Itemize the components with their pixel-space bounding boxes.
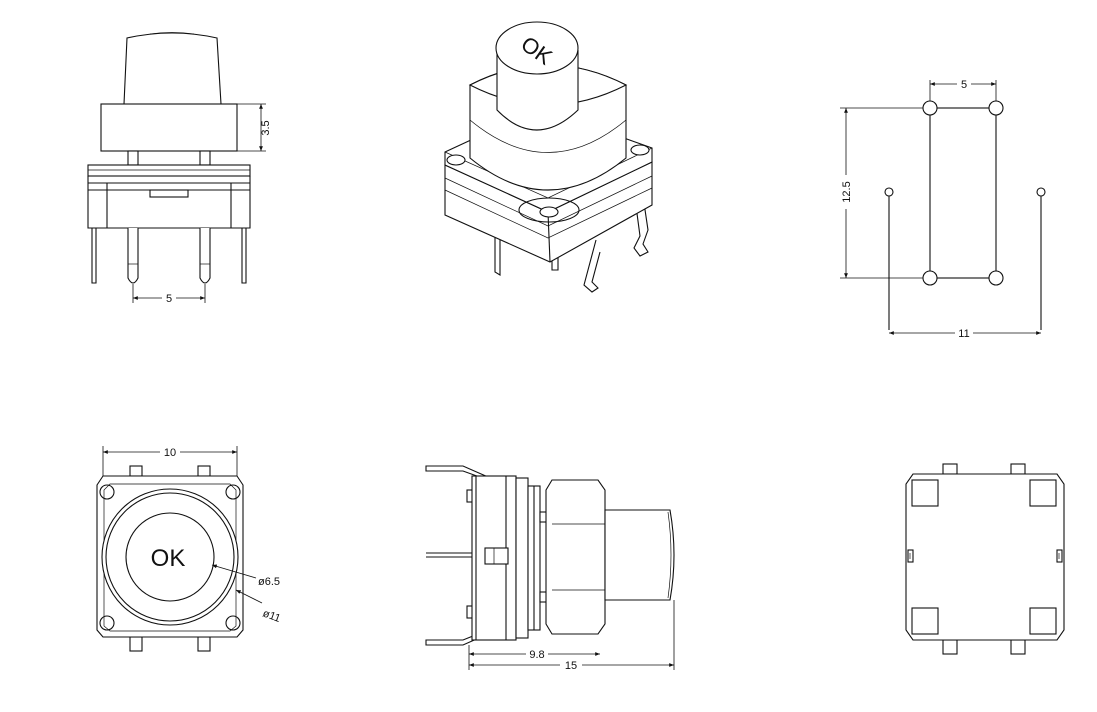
dim-body-depth: 9.8 xyxy=(529,649,544,661)
top-button-label: OK xyxy=(151,545,186,572)
dim-outer-diameter: ø11 xyxy=(261,608,282,625)
bottom-view xyxy=(905,463,1065,655)
dim-total-depth: 15 xyxy=(565,660,577,672)
dim-body-width: 10 xyxy=(164,447,176,459)
dim-pcb-pitch-wide: 11 xyxy=(958,328,969,340)
front-view: 3.5 5 xyxy=(87,32,272,305)
dim-inner-diameter: ø6.5 xyxy=(258,576,280,588)
side-view: 9.8 15 xyxy=(425,465,675,672)
dim-cap-height: 3.5 xyxy=(260,120,272,135)
pcb-layout-view: 5 12.5 11 xyxy=(838,77,1046,340)
dim-pin-pitch-front: 5 xyxy=(166,293,172,305)
isometric-view: OK xyxy=(444,21,653,293)
dim-pcb-pitch-x: 5 xyxy=(961,79,967,91)
dim-pcb-pitch-y: 12.5 xyxy=(841,181,853,202)
top-view: OK 10 ø6.5 ø11 xyxy=(96,445,282,652)
